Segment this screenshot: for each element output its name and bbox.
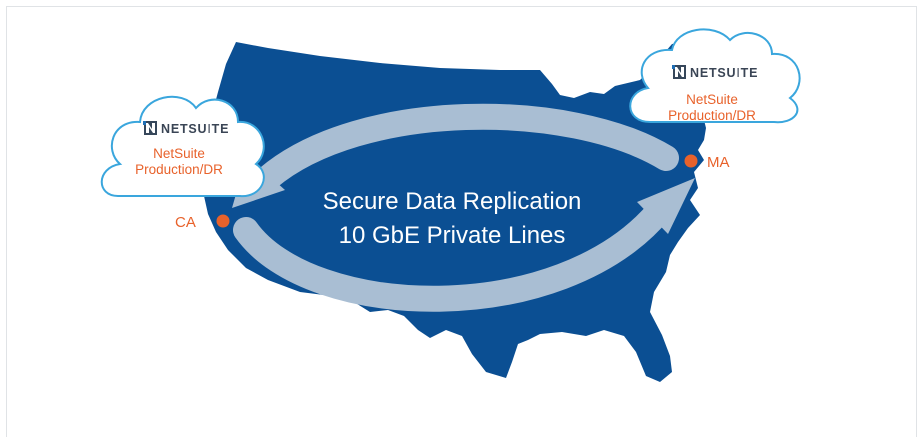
ca-location-dot [216,214,230,228]
replication-diagram: Secure Data Replication 10 GbE Private L… [100,28,801,382]
west-logo: NETSUITE [143,121,229,136]
arrowhead-east [637,178,695,234]
replication-arrow-to-east [233,197,673,312]
replication-arrow-to-west [255,103,679,191]
east-site-role: Production/DR [668,108,756,123]
ca-location-label: CA [175,214,196,231]
west-cloud [100,95,265,198]
replication-title: Secure Data Replication [323,188,582,215]
replication-subtitle: 10 GbE Private Lines [339,222,566,249]
east-cloud [629,28,801,124]
east-logo-text: NETSUITE [690,66,758,80]
east-logo: NETSUITE [672,65,758,80]
east-site-name: NetSuite [686,92,738,107]
ma-location-dot [684,154,698,168]
west-site-name: NetSuite [153,146,205,161]
west-logo-text: NETSUITE [161,122,229,136]
west-site-role: Production/DR [135,162,223,177]
ma-location-label: MA [707,154,730,171]
